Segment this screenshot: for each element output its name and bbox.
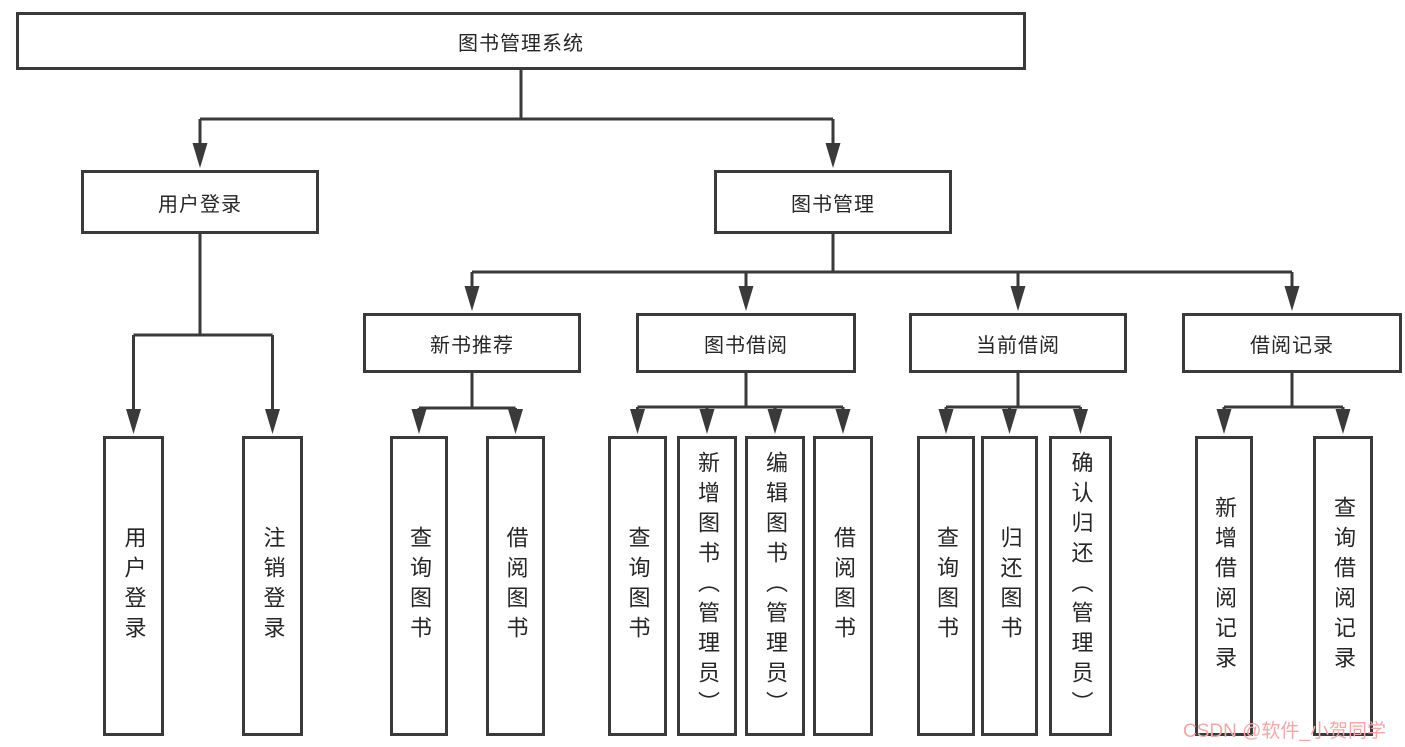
node-label: 注销登录 xyxy=(260,526,286,646)
node-label: 当前借阅 xyxy=(976,334,1060,357)
node-label: 用户登录 xyxy=(158,193,242,216)
leaf-query-books-3: 查询图书 xyxy=(917,436,975,736)
arrow-down-icon xyxy=(508,409,523,434)
connector-borrow-records-to-leaves xyxy=(1222,373,1345,411)
connector-user-login-to-leaves xyxy=(132,234,274,411)
leaf-user-login: 用户登录 xyxy=(103,436,164,736)
leaf-logout: 注销登录 xyxy=(242,436,303,736)
arrow-down-icon xyxy=(265,409,280,434)
arrow-down-icon xyxy=(738,286,754,311)
node-label: 新增借阅记录 xyxy=(1212,496,1237,676)
leaf-query-books-1: 查询图书 xyxy=(390,436,448,736)
node-label: 查询图书 xyxy=(407,526,432,646)
arrow-down-icon xyxy=(1002,409,1017,434)
node-label: 编辑图书（管理员） xyxy=(763,451,788,721)
node-label: 图书借阅 xyxy=(704,334,788,357)
leaf-confirm-return-admin: 确认归还（管理员） xyxy=(1049,436,1112,736)
leaf-add-book-admin: 新增图书（管理员） xyxy=(677,436,737,736)
arrow-down-icon xyxy=(411,409,427,434)
node-book-management: 图书管理 xyxy=(714,170,952,234)
arrow-down-icon xyxy=(126,409,141,434)
watermark: CSDN @软件_小贺同学 xyxy=(1183,721,1386,742)
arrow-down-icon xyxy=(192,143,208,168)
connector-root-to-level2 xyxy=(198,70,835,145)
leaf-return-books: 归还图书 xyxy=(981,436,1038,736)
node-label: 新增图书（管理员） xyxy=(695,451,720,721)
arrow-down-icon xyxy=(1284,286,1300,311)
arrow-down-icon xyxy=(938,409,954,434)
arrow-down-icon xyxy=(1335,409,1351,434)
arrow-down-icon xyxy=(767,409,783,434)
node-current-borrowing: 当前借阅 xyxy=(909,313,1127,373)
node-user-login: 用户登录 xyxy=(81,170,319,234)
connector-book-borrowing-to-leaves xyxy=(636,373,845,411)
leaf-add-borrow-record: 新增借阅记录 xyxy=(1195,436,1253,736)
node-label: 新书推荐 xyxy=(430,334,514,357)
node-label: 查询借阅记录 xyxy=(1331,496,1356,676)
node-book-borrowing: 图书借阅 xyxy=(636,313,856,373)
arrow-down-icon xyxy=(1073,409,1088,434)
node-label: 查询图书 xyxy=(934,526,959,646)
arrow-down-icon xyxy=(1216,409,1232,434)
arrow-down-icon xyxy=(464,286,480,311)
node-label: 用户登录 xyxy=(121,526,147,646)
arrow-down-icon xyxy=(630,409,645,434)
connector-book-management-to-level3 xyxy=(470,234,1294,288)
node-label: 图书管理系统 xyxy=(458,32,584,55)
node-label: 借阅图书 xyxy=(831,526,856,646)
leaf-query-books-2: 查询图书 xyxy=(608,436,667,736)
node-borrow-records: 借阅记录 xyxy=(1182,313,1402,373)
leaf-query-borrow-record: 查询借阅记录 xyxy=(1313,436,1373,736)
node-label: 确认归还（管理员） xyxy=(1068,451,1094,721)
node-label: 归还图书 xyxy=(997,526,1023,646)
leaf-edit-book-admin: 编辑图书（管理员） xyxy=(745,436,805,736)
arrow-down-icon xyxy=(1010,286,1026,311)
node-label: 查询图书 xyxy=(625,526,651,646)
arrow-down-icon xyxy=(825,143,841,168)
leaf-borrow-books-1: 借阅图书 xyxy=(486,436,545,736)
leaf-borrow-books-2: 借阅图书 xyxy=(813,436,873,736)
node-label: 借阅记录 xyxy=(1250,334,1334,357)
node-new-book-recommend: 新书推荐 xyxy=(363,313,581,373)
connector-current-borrowing-to-leaves xyxy=(944,373,1082,411)
node-library-management-system: 图书管理系统 xyxy=(16,12,1026,70)
arrow-down-icon xyxy=(699,409,715,434)
connector-new-book-recommend-to-leaves xyxy=(417,373,517,411)
arrow-down-icon xyxy=(835,409,851,434)
node-label: 借阅图书 xyxy=(503,526,529,646)
node-label: 图书管理 xyxy=(791,193,875,216)
